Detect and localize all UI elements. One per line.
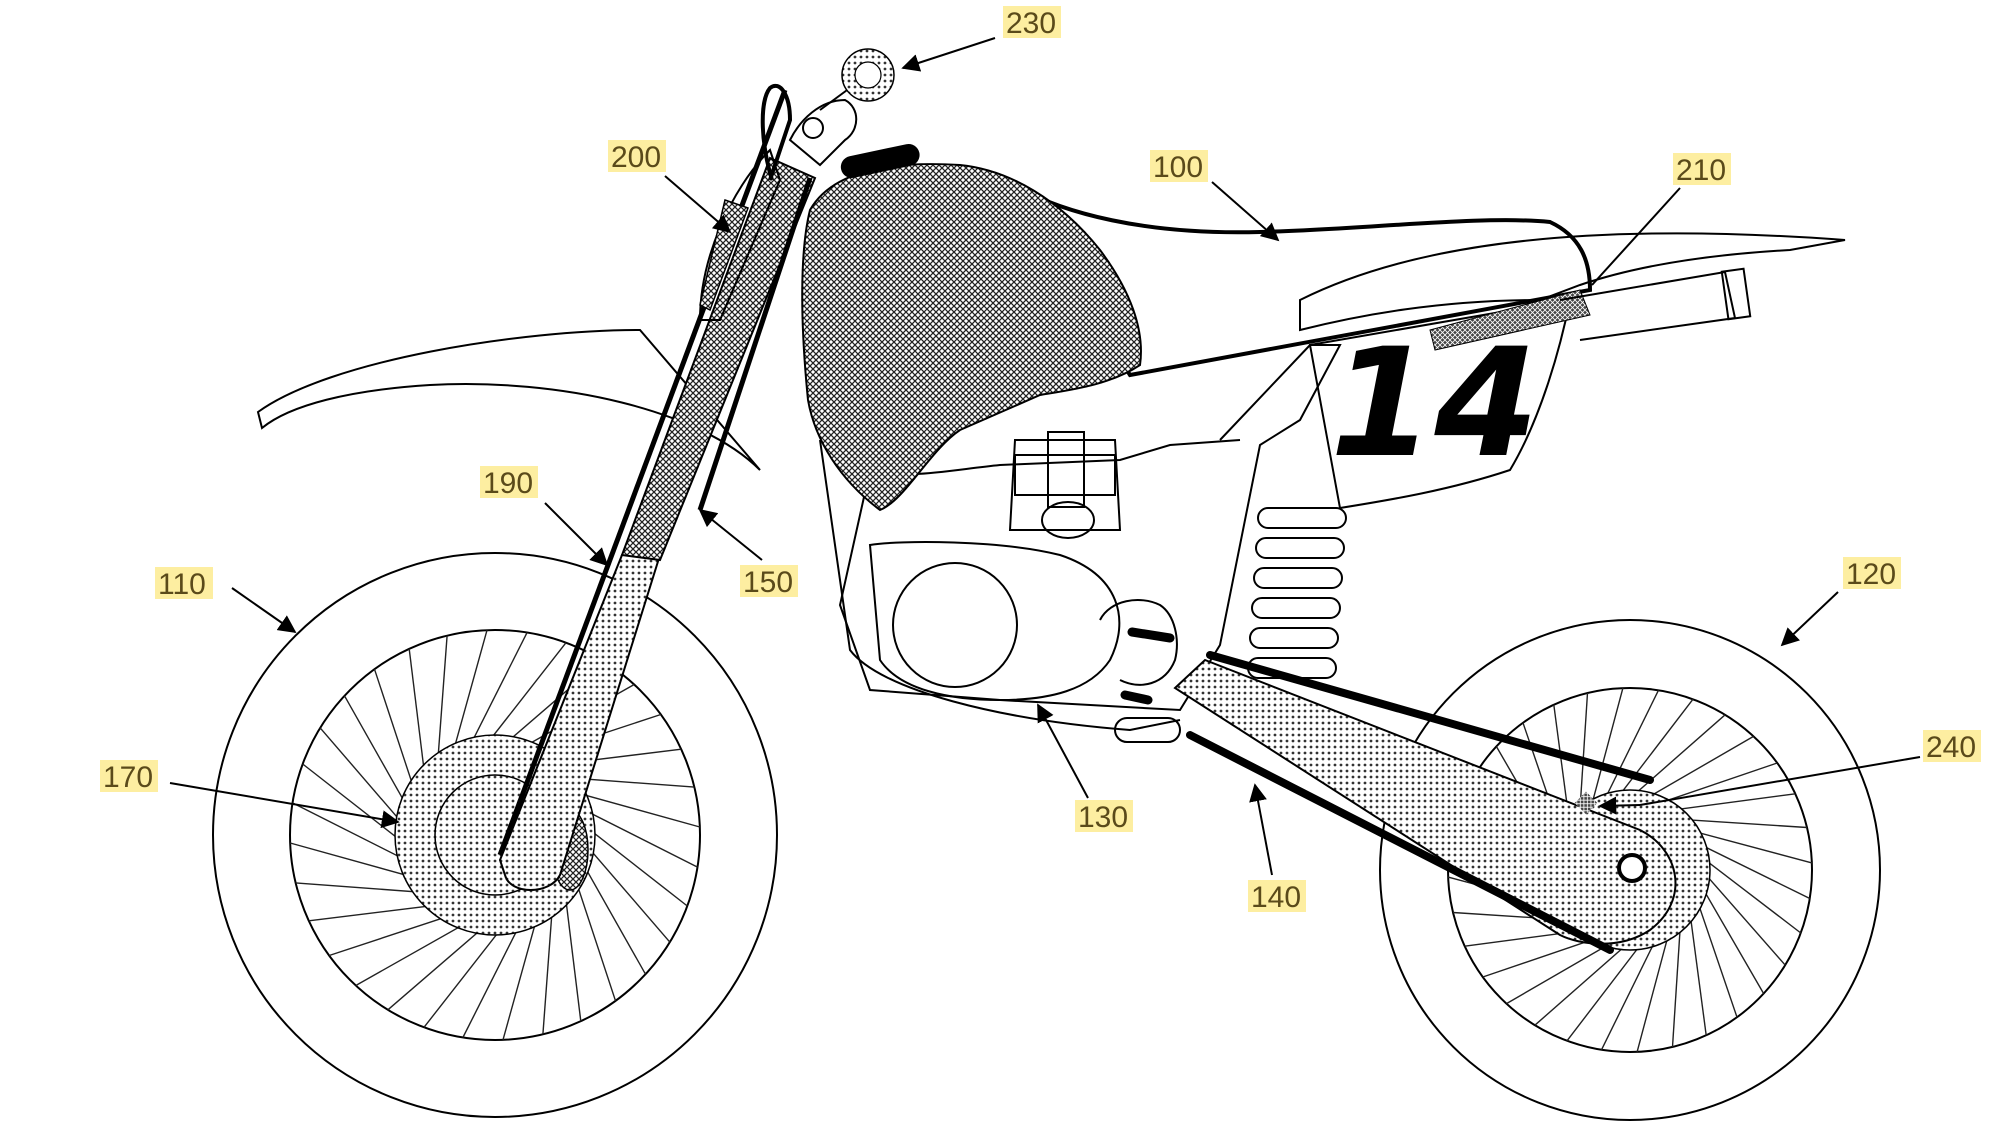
ref-label-130: 130 <box>1037 703 1133 834</box>
svg-text:240: 240 <box>1926 731 1976 764</box>
svg-text:120: 120 <box>1846 558 1896 591</box>
fork-upper-tube <box>620 156 817 562</box>
svg-text:230: 230 <box>1006 7 1056 40</box>
frame-lower <box>819 439 1181 732</box>
svg-text:210: 210 <box>1676 154 1726 187</box>
chain-upper <box>1206 651 1654 784</box>
front-wheel <box>212 552 778 1118</box>
fuel-tank <box>801 163 1142 512</box>
svg-text:190: 190 <box>483 467 533 500</box>
chain-lower <box>1186 731 1614 954</box>
svg-text:110: 110 <box>158 568 206 601</box>
rear-axle <box>1617 853 1647 883</box>
swingarm <box>1173 658 1677 945</box>
fork-rod <box>497 89 788 856</box>
front-plate-strip <box>699 199 749 312</box>
cable-loop <box>760 84 793 181</box>
seat <box>1003 178 1593 378</box>
ref-label-170: 170 <box>100 760 400 829</box>
side-number-plate <box>1308 298 1572 510</box>
footpeg <box>1114 717 1181 743</box>
svg-text:200: 200 <box>611 141 661 174</box>
ref-label-140: 140 <box>1248 783 1306 914</box>
ref-label-110: 110 <box>155 567 297 634</box>
ref-label-120: 120 <box>1780 557 1901 647</box>
carburetor <box>1014 454 1116 496</box>
footpeg-bolt-top <box>1127 627 1175 643</box>
svg-text:150: 150 <box>743 566 793 599</box>
fork-lower-leg <box>498 554 662 891</box>
carburetor-body <box>1047 431 1085 508</box>
svg-text:130: 130 <box>1078 801 1128 834</box>
rear-fender <box>1299 232 1846 332</box>
exhaust-tip <box>1720 267 1752 321</box>
ref-label-150: 150 <box>698 508 798 599</box>
svg-text:100: 100 <box>1153 151 1203 184</box>
handlebar-bolt <box>802 117 824 139</box>
exhaust <box>1559 270 1737 341</box>
rear-shock <box>1247 507 1347 679</box>
handlebar-mount <box>788 98 858 167</box>
ref-label-240: 240 <box>1598 730 1981 815</box>
engine-cover <box>892 562 1018 688</box>
footpeg-bolt-bottom <box>1120 690 1153 705</box>
ref-label-200: 200 <box>608 140 732 234</box>
seat-panel-210 <box>1429 289 1591 351</box>
svg-text:170: 170 <box>103 761 153 794</box>
fuel-cap <box>840 143 920 179</box>
ref-label-230: 230 <box>901 6 1061 72</box>
front-number-plate <box>698 148 782 321</box>
crank-case <box>1099 599 1178 686</box>
ref-label-210: 210 <box>1591 153 1731 286</box>
ref-label-190: 190 <box>480 466 609 567</box>
carburetor-bowl <box>1041 501 1095 539</box>
sensor-240 <box>1574 791 1598 815</box>
fork-guard <box>697 177 813 511</box>
ref-label-100: 100 <box>1150 150 1280 242</box>
cylinder <box>1008 439 1122 531</box>
engine-case <box>868 541 1121 702</box>
svg-text:140: 140 <box>1251 881 1301 914</box>
